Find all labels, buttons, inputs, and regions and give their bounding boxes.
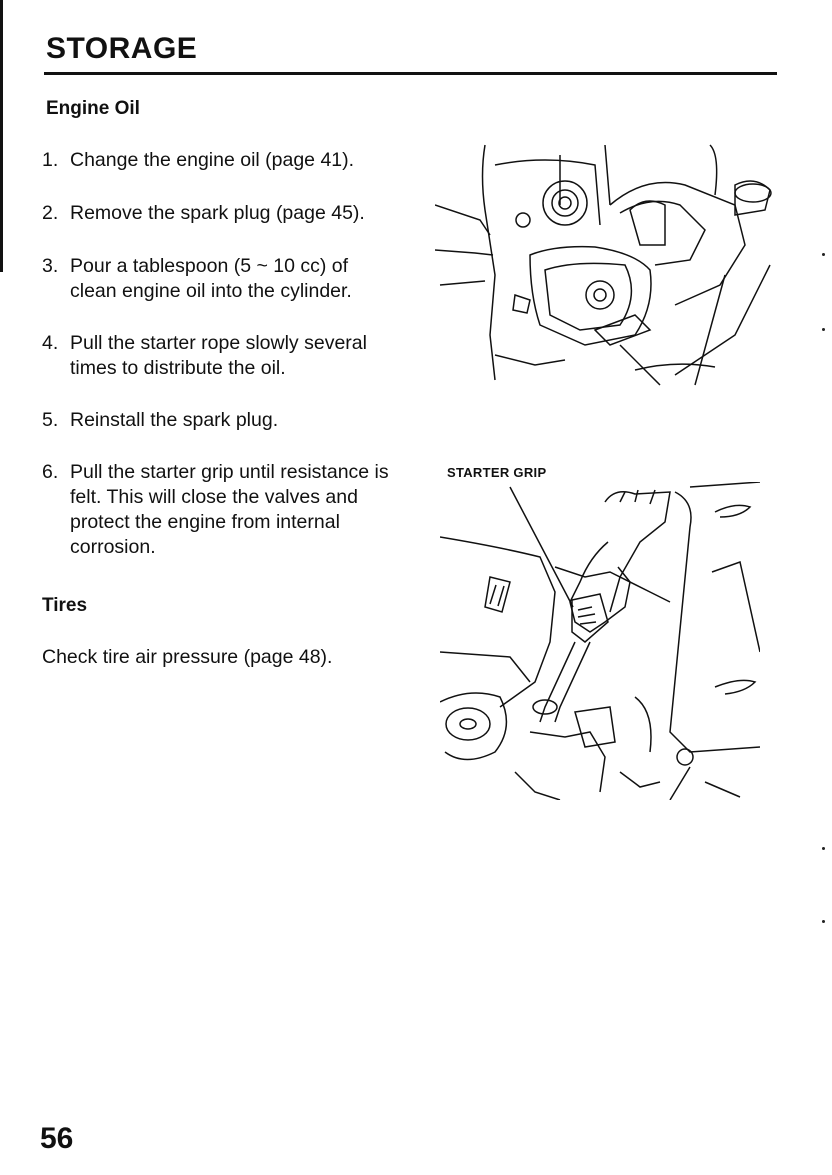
step-text: Reinstall the spark plug. (70, 409, 279, 431)
spark-plug-illustration (435, 144, 772, 386)
step-item: 1. Change the engine oil (page 41). (42, 148, 412, 173)
step-number: 2. (42, 202, 59, 224)
step-item: 2. Remove the spark plug (page 45). (42, 201, 412, 226)
scan-speck (822, 328, 825, 331)
title-rule (44, 72, 777, 75)
step-item: 6. Pull the starter grip until resistanc… (42, 460, 412, 560)
step-item: 3. Pour a tablespoon (5 ~ 10 cc) of clea… (42, 254, 412, 304)
scan-speck (822, 920, 825, 923)
engine-oil-heading: Engine Oil (46, 98, 140, 119)
page-title: STORAGE (46, 32, 198, 65)
step-text: Change the engine oil (page 41). (70, 149, 355, 171)
page-number: 56 (40, 1122, 74, 1155)
engine-oil-steps: 1. Change the engine oil (page 41). 2. R… (42, 148, 412, 560)
step-text: Pour a tablespoon (5 ~ 10 cc) of clean e… (70, 255, 352, 302)
tires-heading: Tires (42, 595, 88, 616)
step-item: 4. Pull the starter rope slowly several … (42, 331, 412, 381)
step-number: 4. (42, 332, 59, 354)
step-text: Pull the starter rope slowly several tim… (70, 332, 367, 379)
binding-edge-line (0, 0, 3, 272)
step-text: Remove the spark plug (page 45). (70, 202, 365, 224)
scan-speck (822, 847, 825, 850)
step-item: 5. Reinstall the spark plug. (42, 408, 412, 433)
scan-speck (822, 253, 825, 256)
starter-grip-caption: STARTER GRIP (447, 465, 547, 480)
tires-text: Check tire air pressure (page 48). (42, 646, 333, 668)
step-text: Pull the starter grip until resistance i… (70, 461, 389, 558)
starter-grip-illustration (440, 482, 760, 800)
step-number: 5. (42, 409, 59, 431)
step-number: 3. (42, 255, 59, 277)
step-number: 1. (42, 149, 59, 171)
step-number: 6. (42, 461, 59, 483)
